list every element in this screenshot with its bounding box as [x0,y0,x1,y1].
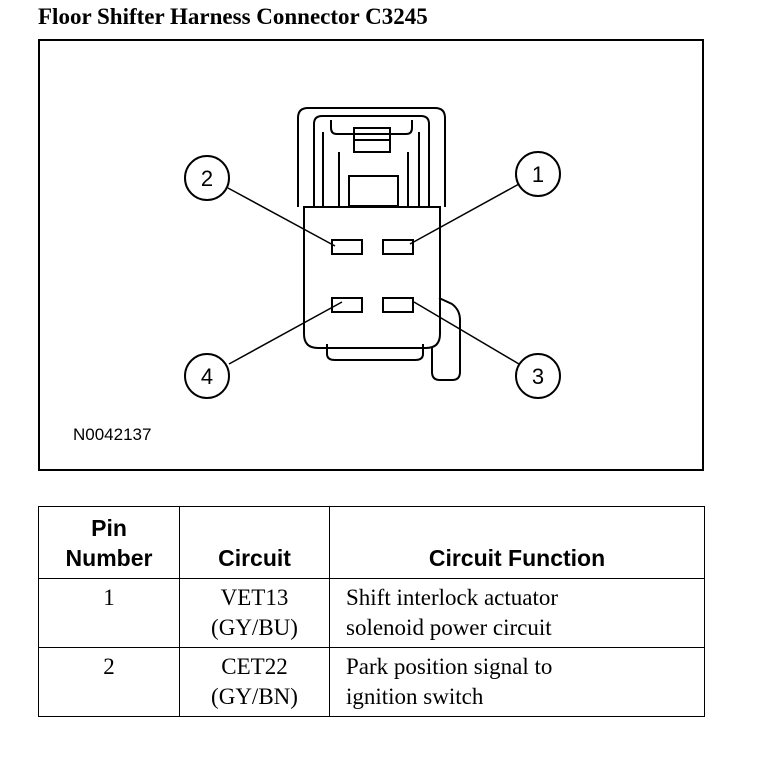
connector-window [348,175,399,207]
connector-guides [338,152,409,206]
connector-bottom-lip [326,344,424,361]
circuit-cell: VET13 (GY/BU) [179,578,330,648]
circuit-code: VET13 [220,585,289,610]
figure-id: N0042137 [73,425,152,444]
circuit-code: CET22 [221,654,288,679]
circuit-color: (GY/BU) [211,615,298,640]
table-row: 2 CET22 (GY/BN) Park position signal to … [38,647,705,717]
table-row: 1 VET13 (GY/BU) Shift interlock actuator… [38,578,705,648]
page-title: Floor Shifter Harness Connector C3245 [38,4,428,29]
connector-body [303,206,441,349]
callout-label-4: 4 [201,364,213,389]
pin-terminal-1 [382,239,414,255]
connector-latch-inner [313,115,430,207]
pin-terminal-3 [382,297,414,313]
connector-diagram: 1 2 3 4 N0042137 [38,39,704,471]
pin-number-cell: 2 [38,647,180,717]
table-header-row: Pin Number Circuit Circuit Function [38,506,705,579]
pin-terminal-2 [331,239,363,255]
connector-drawing: 1 2 3 4 [184,107,561,399]
header-circuit-function: Circuit Function [329,506,705,579]
callout-circle-4 [184,353,230,399]
connector-latch-outer [297,107,446,207]
circuit-function-line: Park position signal to [346,654,553,679]
leader-line-2 [227,187,336,247]
connector-latch-walls [322,132,420,207]
leader-line-3 [413,301,520,365]
header-pin-number: Pin Number [38,506,180,579]
pin-number-cell: 1 [38,578,180,648]
circuit-color: (GY/BN) [211,684,298,709]
leader-line-4 [228,301,343,365]
header-circuit: Circuit [179,506,330,579]
circuit-function-line: ignition switch [346,684,484,709]
callout-label-3: 3 [532,364,544,389]
callout-circle-1 [515,151,561,197]
circuit-function-line: Shift interlock actuator [346,585,559,610]
circuit-cell: CET22 (GY/BN) [179,647,330,717]
circuit-function-line: solenoid power circuit [346,615,552,640]
connector-top-bar [330,120,413,135]
callout-circle-2 [184,155,230,201]
connector-side-clip [431,297,461,381]
pin-terminal-4 [331,297,363,313]
leader-line-1 [409,183,520,245]
header-pin-label: Pin [91,515,127,541]
circuit-function-cell: Shift interlock actuator solenoid power … [329,578,705,648]
pin-table: Pin Number Circuit Circuit Function 1 VE… [38,506,705,717]
callout-label-2: 2 [201,166,213,191]
header-number-label: Number [65,545,153,571]
callout-circle-3 [515,353,561,399]
callout-label-1: 1 [532,162,544,187]
circuit-function-cell: Park position signal to ignition switch [329,647,705,717]
